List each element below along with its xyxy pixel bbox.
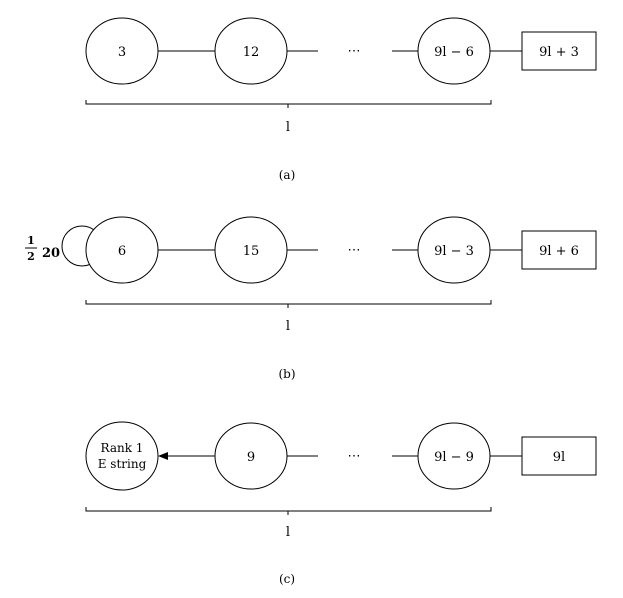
- ellipsis-a: ⋯: [348, 44, 361, 59]
- brace-a: [85, 100, 492, 108]
- flavor-box-a-label: 9l + 3: [539, 45, 579, 60]
- gauge-node-c-2: [417, 422, 491, 490]
- ellipsis-b: ⋯: [348, 243, 361, 258]
- caption-c: (c): [279, 572, 295, 586]
- gauge-node-b-2-label: 15: [243, 244, 260, 259]
- brace-b: [85, 300, 492, 308]
- gauge-node-a-1-label: 3: [118, 45, 126, 60]
- loop-representation: 20: [42, 246, 60, 261]
- gauge-node-b-2: [214, 216, 288, 284]
- diagram-c: Rank 1 E string 9 ⋯ 9l − 9 9l l (c): [85, 421, 597, 586]
- e-string-node: [85, 421, 159, 491]
- diagram-a: 3 12 ⋯ 9l − 6 9l + 3 l (a): [85, 17, 597, 182]
- loop-coefficient-denominator: 2: [27, 250, 35, 263]
- brace-b-label: l: [286, 319, 290, 334]
- brace-c: [85, 507, 492, 515]
- caption-a: (a): [279, 168, 296, 182]
- flavor-box-c: [521, 436, 597, 476]
- gauge-node-b-3-label: 9l − 3: [434, 244, 474, 259]
- flavor-box-b: [521, 230, 597, 270]
- gauge-node-b-1-label: 6: [118, 244, 126, 259]
- flavor-box-b-label: 9l + 6: [539, 244, 579, 259]
- loop-coefficient-numerator: 1: [27, 234, 35, 247]
- gauge-node-c-1-label: 9: [247, 450, 255, 465]
- gauge-node-a-3-label: 9l − 6: [434, 45, 474, 60]
- gauge-node-a-3: [417, 17, 491, 85]
- gauge-node-c-2-label: 9l − 9: [434, 450, 474, 465]
- e-string-line2: E string: [98, 457, 147, 471]
- gauge-node-b-1: [85, 216, 159, 284]
- ellipsis-c: ⋯: [348, 449, 361, 464]
- gauge-node-a-1: [85, 17, 159, 85]
- diagram-b: 1 2 20 6 15 ⋯ 9l − 3 9l + 6 l (b): [25, 216, 597, 381]
- caption-b: (b): [278, 367, 295, 381]
- flavor-box-c-label: 9l: [553, 450, 565, 465]
- gauge-node-c-1: [214, 422, 288, 490]
- e-string-line1: Rank 1: [101, 441, 144, 455]
- brace-a-label: l: [286, 120, 290, 135]
- flavor-box-a: [521, 31, 597, 71]
- gauge-node-b-3: [417, 216, 491, 284]
- gauge-node-a-2: [214, 17, 288, 85]
- brace-c-label: l: [286, 525, 290, 540]
- gauge-node-a-2-label: 12: [243, 45, 260, 60]
